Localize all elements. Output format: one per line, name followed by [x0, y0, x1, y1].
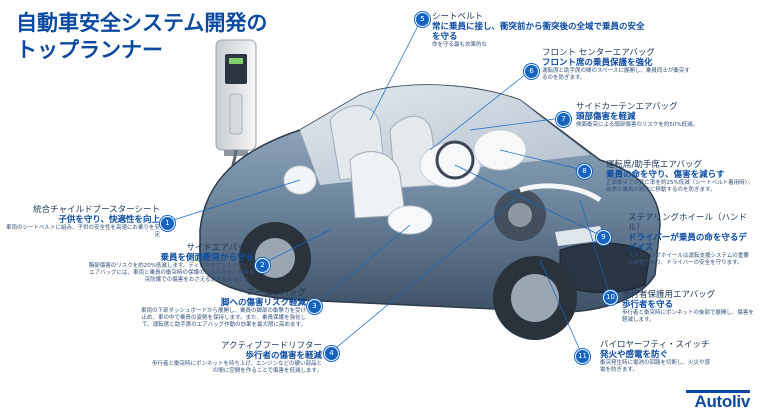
callout-4-head: 歩行者の傷害を軽減: [245, 351, 322, 361]
callout-badge-11: 11: [575, 349, 590, 364]
callout-9-label: ステアリングホイール（ハンドル）: [628, 213, 748, 233]
callout-badge-1: 1: [160, 216, 175, 231]
callout-1: 統合チャイルドブースターシート 子供を守り、快適性を向上 車両のシートベルトに組…: [4, 205, 160, 239]
callout-badge-9: 9: [596, 230, 611, 245]
callout-badge-5: 5: [415, 12, 430, 27]
callout-9: ステアリングホイール（ハンドル） ドライバーが乗員の命を守るデバイス ステアリン…: [628, 213, 754, 267]
callout-badge-6: 6: [524, 64, 539, 79]
callout-3-label: ニーエアバッグ: [246, 288, 306, 298]
callout-badge-10: 10: [603, 290, 618, 305]
callout-3-note: 車両の下部ダッシュボードから展開し、乗員の脚部の衝撃力を受け止め、車の中で乗員の…: [140, 308, 306, 328]
callout-10-head: 歩行者を守る: [622, 300, 674, 310]
callout-1-note: 車両のシートベルトに組み、子供の安全性を高速にお乗りを安定: [5, 225, 160, 238]
logo-accent-bar: [686, 390, 750, 393]
callout-11-note: 衝突発生時に電池の回路を切断し、火災や感電を防ぎます。: [600, 360, 711, 373]
callout-5-head: 常に乗員に接し、衝突前から衝突後の全域で乗員の安全を守る: [432, 22, 645, 42]
callout-7: サイドカーテンエアバッグ 頭部傷害を軽減 側面衝突による頭部傷害のリスクを約50…: [576, 102, 716, 129]
callout-10: 歩行者保護用エアバッグ 歩行者を守る 歩行者と衝突時にボンネットの後部で展開し、…: [622, 290, 754, 324]
callout-6-note: 運転席と助手席の間のスペースに展開し、乗員同士が衝突するのを防ぎます。: [542, 68, 690, 81]
callout-8-label: 運転席/助手席エアバッグ: [606, 160, 703, 170]
callout-badge-3: 3: [307, 299, 322, 314]
callout-badge-2: 2: [255, 258, 270, 273]
callout-6: フロント センターエアバッグ フロント席の乗員保護を強化 運転席と助手席の間のス…: [542, 48, 692, 82]
callout-5-note: 命を守る最も効果的な: [432, 42, 488, 48]
callout-8: 運転席/助手席エアバッグ 乗員の命を守り、傷害を減らす 正面衝突での死亡率を約2…: [606, 160, 754, 194]
callout-8-note: 正面衝突での死亡率を約25%低減（シートベルト着用時）。前席の乗員が前方に移動す…: [606, 180, 753, 193]
callout-10-label: 歩行者保護用エアバッグ: [622, 290, 716, 300]
car-body: [199, 84, 661, 340]
callout-2-note: 胸部傷害のリスクを約20%低減します。ディアのオプションサイドエアバッグには、車…: [88, 263, 254, 283]
callout-7-head: 頭部傷害を軽減: [576, 112, 636, 122]
callout-3-head: 脚への傷害リスク軽減: [220, 298, 306, 308]
callout-2: サイドエアバッグ 乗員を側面衝突から守る 胸部傷害のリスクを約20%低減します。…: [84, 243, 254, 284]
callout-8-head: 乗員の命を守り、傷害を減らす: [606, 170, 725, 180]
callout-3: ニーエアバッグ 脚への傷害リスク軽減 車両の下部ダッシュボードから展開し、乗員の…: [140, 288, 306, 329]
page-title: 自動車安全システム開発の トップランナー: [16, 10, 267, 64]
callout-6-head: フロント席の乗員保護を強化: [542, 58, 653, 68]
callout-2-head: 乗員を側面衝突から守る: [160, 253, 254, 263]
callout-9-head: ドライバーが乗員の命を守るデバイス: [628, 233, 747, 253]
title-line-2: トップランナー: [16, 38, 163, 62]
callout-7-note: 側面衝突による頭部傷害のリスクを約50%低減。: [576, 122, 699, 128]
callout-4-label: アクティブフードリフター: [220, 341, 322, 351]
callout-6-label: フロント センターエアバッグ: [542, 48, 655, 58]
callout-11-head: 発火や感電を防ぐ: [600, 350, 669, 360]
callout-10-note: 歩行者と衝突時にボンネットの後部で展開し、傷害を軽減します。: [622, 310, 754, 323]
callout-badge-7: 7: [556, 112, 571, 127]
title-line-1: 自動車安全システム開発の: [16, 11, 268, 35]
callout-1-label: 統合チャイルドブースターシート: [33, 205, 160, 215]
callout-9-note: ステアリングホイールは運転支援システムの重要な装置であり、ドライバーの安全を守り…: [628, 253, 749, 266]
callout-leader-lines: [166, 17, 611, 356]
callout-4-note: 歩行者と衝突時にボンネットを持ち上げ、エンジンなどの硬い部品との間に空間を作るこ…: [151, 361, 322, 374]
callout-1-head: 子供を守り、快適性を向上: [58, 215, 160, 225]
autoliv-logo: Autoliv: [694, 392, 750, 411]
callout-11: バイロヤーフティ・スイッチ 発火や感電を防ぐ 衝突発生時に電池の回路を切断し、火…: [600, 340, 710, 374]
callout-7-label: サイドカーテンエアバッグ: [576, 102, 678, 112]
callout-badge-8: 8: [577, 164, 592, 179]
callout-11-label: バイロヤーフティ・スイッチ: [600, 340, 710, 350]
callout-4: アクティブフードリフター 歩行者の傷害を軽減 歩行者と衝突時にボンネットを持ち上…: [150, 341, 322, 375]
callout-5-label: シートベルト: [432, 12, 484, 22]
callout-5: シートベルト 常に乗員に接し、衝突前から衝突後の全域で乗員の安全を守る 命を守る…: [432, 12, 652, 49]
callout-2-label: サイドエアバッグ: [186, 243, 254, 253]
callout-badge-4: 4: [324, 346, 339, 361]
